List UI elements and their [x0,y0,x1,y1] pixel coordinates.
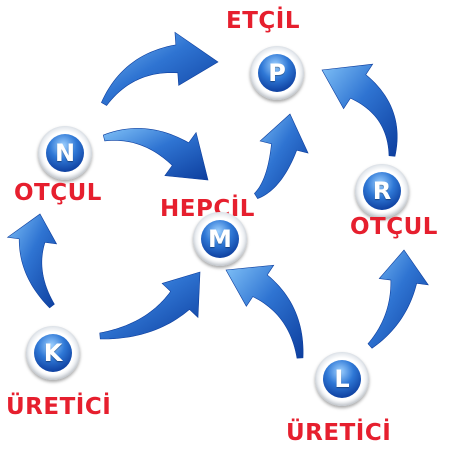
arrow-k-to-n [6,213,58,309]
node-l: L [315,352,369,406]
arrow-l-to-m [225,264,304,359]
label-n-otcul: OTÇUL [14,180,102,206]
node-m-letter: M [201,220,239,258]
label-r-otcul: OTÇUL [350,214,438,240]
node-p: P [250,46,304,100]
node-r: R [355,164,409,218]
label-l-uretici: ÜRETİCİ [286,420,392,446]
node-l-letter: L [323,360,361,398]
node-n: N [38,126,92,180]
label-p-etcil: ETÇİL [226,8,300,34]
arrow-n-to-m [102,128,209,181]
node-k: K [26,326,80,380]
arrow-n-to-p [101,31,219,106]
arrow-r-to-p [321,63,398,157]
node-r-letter: R [363,172,401,210]
arrow-k-to-m [99,271,201,340]
label-k-uretici: ÜRETİCİ [6,394,112,420]
node-k-letter: K [34,334,72,372]
node-n-letter: N [46,134,84,172]
node-m: M [193,212,247,266]
node-p-letter: P [258,54,296,92]
arrow-m-to-p [254,113,309,199]
arrow-l-to-r [367,249,429,349]
